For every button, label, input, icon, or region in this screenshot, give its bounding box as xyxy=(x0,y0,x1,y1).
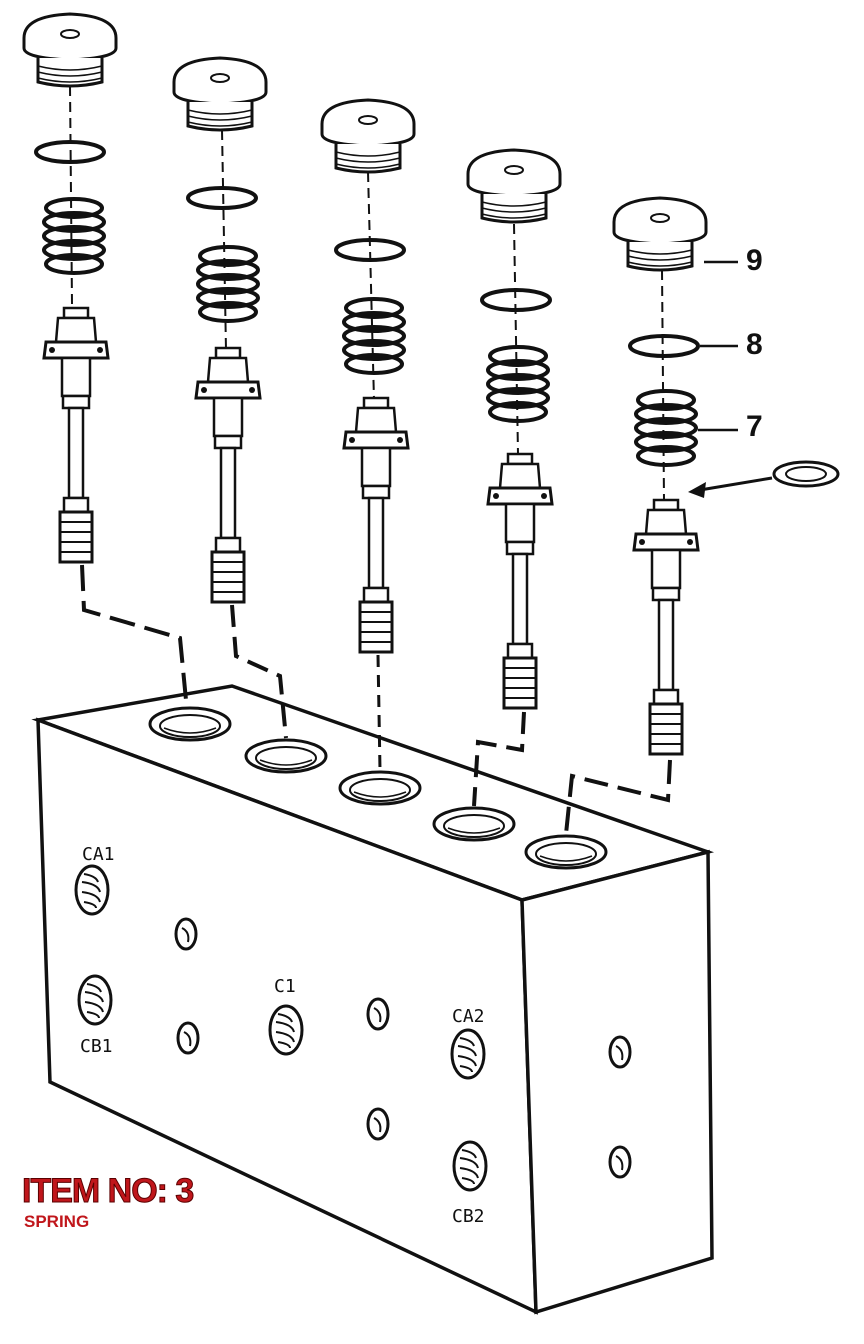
valve-stem xyxy=(42,306,110,564)
valve-stack-4 xyxy=(466,148,562,807)
port-label-ca2: CA2 xyxy=(452,1006,485,1027)
valve-stem xyxy=(194,346,262,604)
o-ring xyxy=(628,334,700,358)
item-description-label: SPRING xyxy=(24,1212,90,1231)
plug-cap xyxy=(22,12,118,88)
plug-cap xyxy=(612,196,708,272)
valve-stem xyxy=(486,452,554,710)
item-number-label: ITEM NO: 3 xyxy=(21,1172,194,1211)
plug-cap xyxy=(466,148,562,224)
valve-stack-5 xyxy=(564,196,840,835)
spring xyxy=(342,297,406,375)
port-ca2-hole xyxy=(450,1028,486,1080)
port-label-cb1: CB1 xyxy=(80,1036,113,1057)
plug-cap xyxy=(320,98,416,174)
port-c1-hole xyxy=(268,1004,304,1056)
plug-cap xyxy=(172,56,268,132)
port-label-ca1: CA1 xyxy=(82,844,115,865)
callout-9: 9 xyxy=(746,244,763,277)
spring xyxy=(634,389,698,467)
port-cb2-hole xyxy=(452,1140,488,1192)
port-labels: CA1 CB1 C1 CA2 CB2 xyxy=(80,844,485,1227)
spring xyxy=(196,245,260,323)
port-label-c1: C1 xyxy=(274,976,296,997)
port-cb1-hole xyxy=(77,974,113,1026)
washer xyxy=(772,460,840,488)
callout-7: 7 xyxy=(746,410,763,443)
spring xyxy=(42,197,106,275)
port-ca1-hole xyxy=(74,864,110,916)
valve-stack-1 xyxy=(22,12,188,701)
port-label-cb2: CB2 xyxy=(452,1206,485,1227)
valve-stem xyxy=(632,498,700,756)
callout-leaders xyxy=(698,260,738,432)
valve-stack-2 xyxy=(172,56,288,739)
valve-stack-3 xyxy=(320,98,416,771)
o-ring xyxy=(186,186,258,210)
callout-8: 8 xyxy=(746,328,763,361)
valve-stem xyxy=(342,396,410,654)
